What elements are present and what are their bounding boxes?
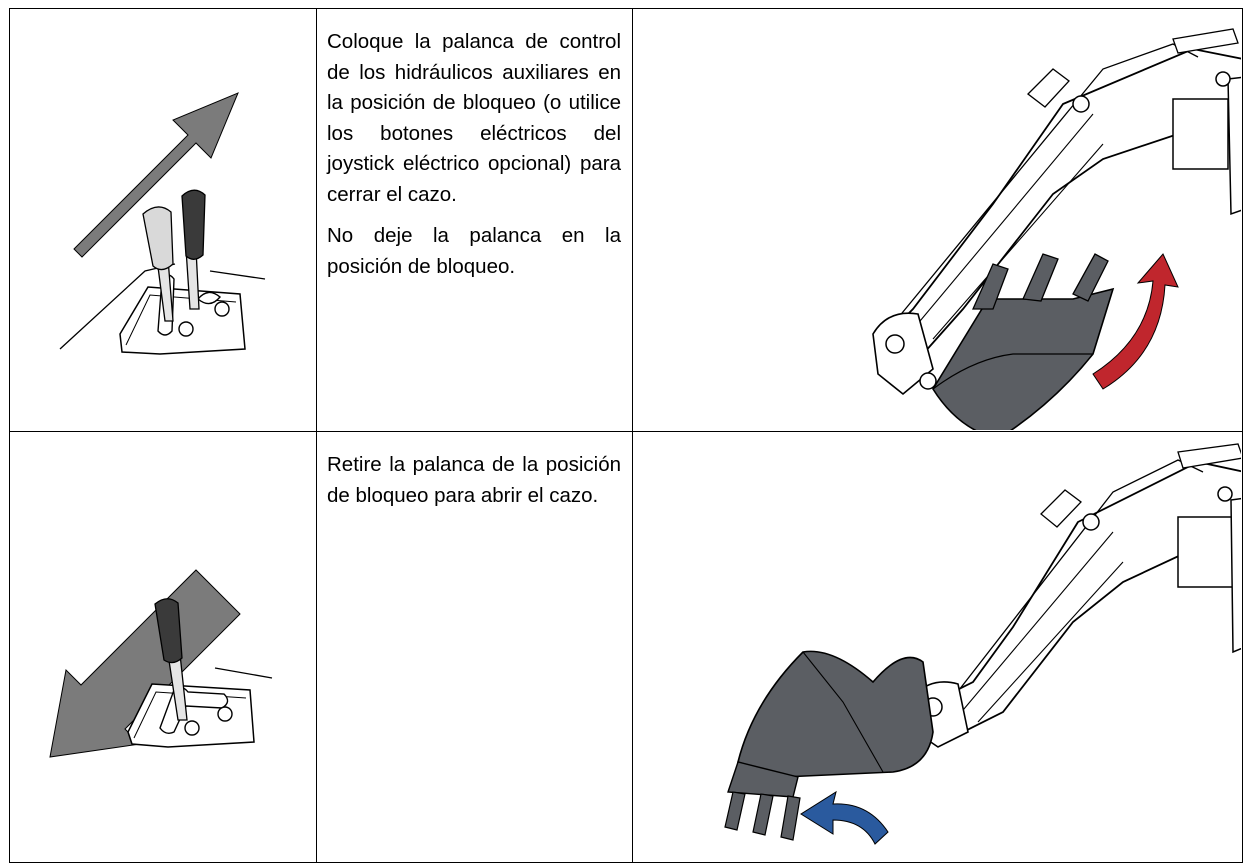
backhoe-bucket-open-illustration — [724, 443, 1241, 845]
lever-lock-forward-illustration — [59, 92, 266, 355]
step-1-paragraph-2: No deje la palanca en la posición de blo… — [327, 224, 621, 278]
instruction-text-cell: Coloque la palanca de control de los hid… — [316, 8, 633, 432]
lever-release-back-illustration — [49, 569, 273, 758]
direction-arrow-up-icon — [73, 92, 239, 258]
step-2-paragraph-1: Retire la palanca de la posición de bloq… — [327, 453, 621, 507]
step-row-open-bucket: Retire la palanca de la posición de bloq… — [9, 431, 1243, 863]
instruction-text-cell: Retire la palanca de la posición de bloq… — [316, 431, 633, 863]
bucket-icon — [737, 650, 934, 778]
machine-illustration-cell — [632, 8, 1243, 432]
machine-illustration-cell — [632, 431, 1243, 863]
step-1-paragraph-1: Coloque la palanca de control de los hid… — [327, 30, 621, 206]
lever-knob-dark-icon — [154, 598, 183, 664]
instruction-table: Coloque la palanca de control de los hid… — [9, 8, 1243, 863]
rotation-arrow-open-icon — [800, 790, 889, 845]
lever-illustration-cell — [9, 8, 317, 432]
lever-illustration-cell — [9, 431, 317, 863]
backhoe-bucket-close-illustration — [872, 28, 1241, 430]
rotation-arrow-close-icon — [1092, 253, 1179, 390]
lever-knob-dark-icon — [181, 189, 206, 260]
step-row-close-bucket: Coloque la palanca de control de los hid… — [9, 8, 1243, 432]
lever-knob-light-icon — [142, 206, 174, 271]
